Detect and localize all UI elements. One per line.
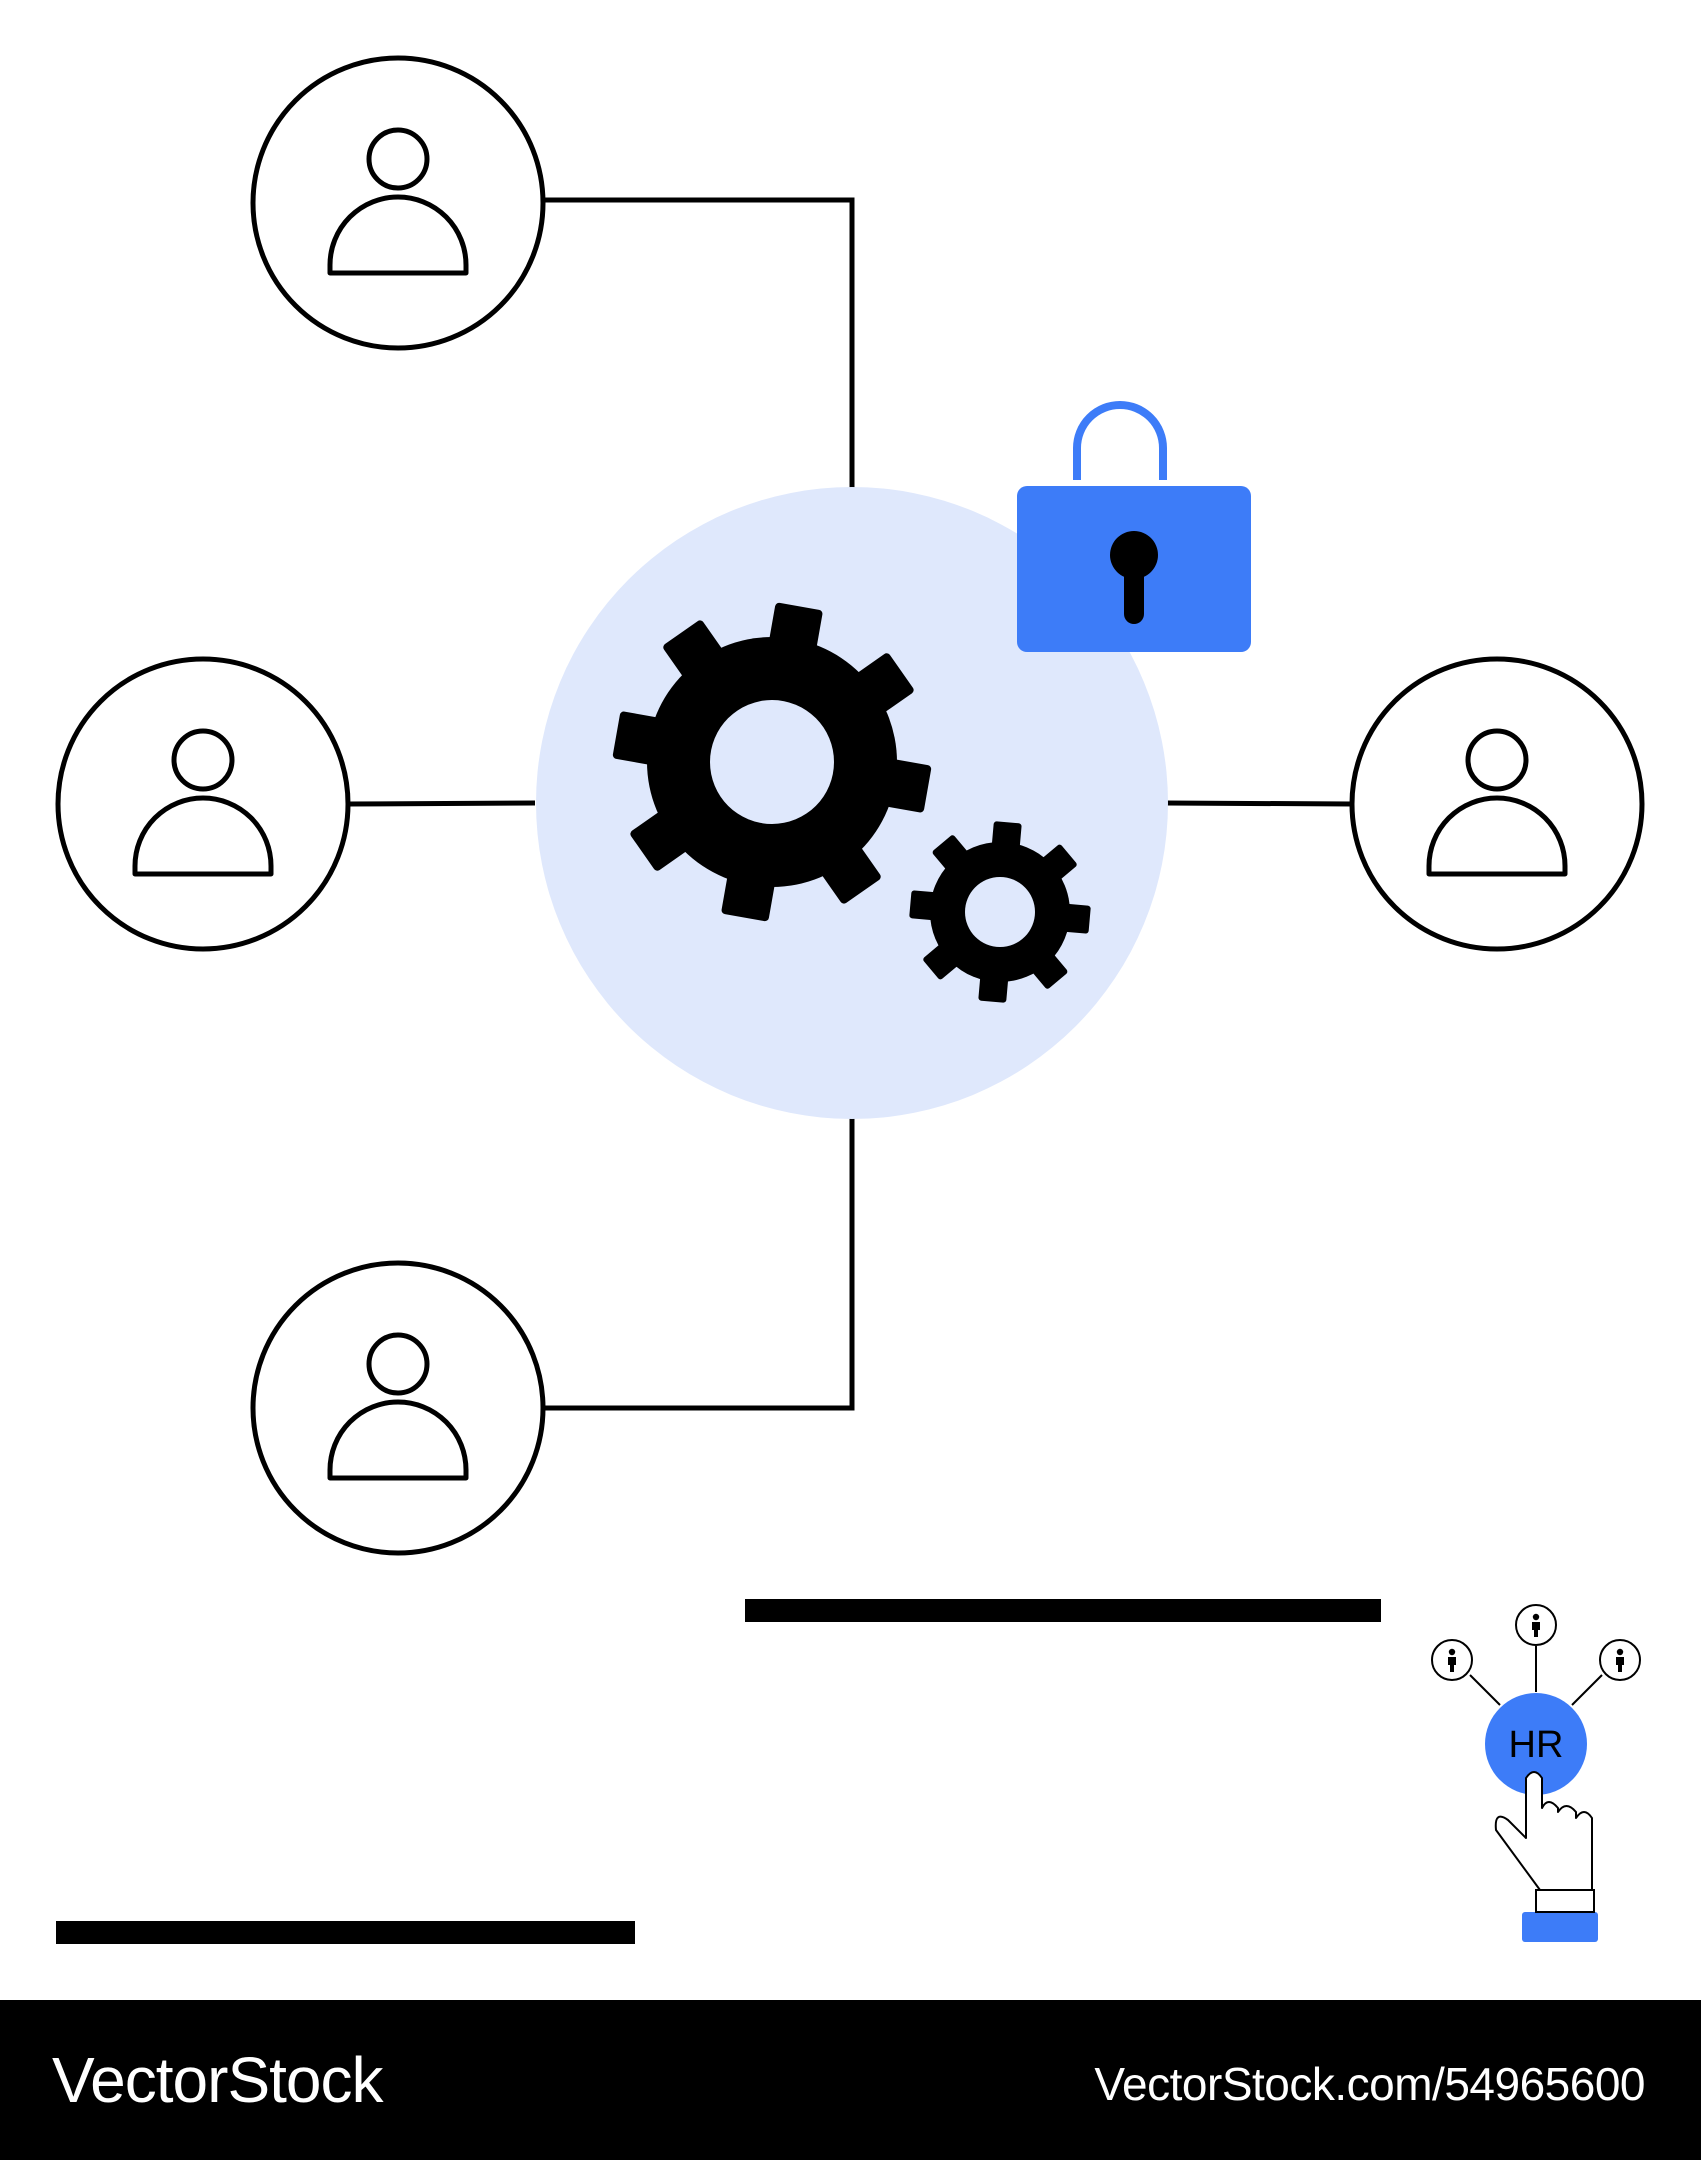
connector-top-left bbox=[543, 197, 855, 490]
footer-reference: VectorStock.com/54965600 bbox=[1094, 2058, 1645, 2110]
user-node-left bbox=[55, 656, 351, 952]
person-icon bbox=[1515, 1604, 1557, 1646]
connector-left bbox=[347, 800, 536, 807]
connector-bottom-left bbox=[543, 1118, 855, 1411]
padlock-icon bbox=[1017, 401, 1251, 652]
decorative-bar-lower bbox=[56, 1921, 635, 1944]
user-node-top bbox=[250, 55, 546, 351]
connector-lines bbox=[347, 197, 1353, 1411]
person-icon bbox=[1431, 1639, 1473, 1681]
user-node-right bbox=[1349, 656, 1645, 952]
hr-network-diagram: HR bbox=[55, 55, 1645, 1944]
hr-badge-label: HR bbox=[1509, 1724, 1564, 1766]
footer-bar: VectorStock VectorStock.com/54965600 bbox=[0, 2000, 1701, 2160]
decorative-bar-upper bbox=[745, 1599, 1381, 1622]
footer-brand: VectorStock bbox=[52, 2044, 383, 2116]
hr-badge: HR bbox=[1431, 1604, 1641, 1942]
user-node-bottom bbox=[250, 1260, 546, 1556]
person-icon bbox=[1599, 1639, 1641, 1681]
gears-icon bbox=[612, 602, 1091, 1003]
hand-pointer-icon bbox=[1494, 1771, 1598, 1942]
connector-right bbox=[1164, 800, 1353, 807]
